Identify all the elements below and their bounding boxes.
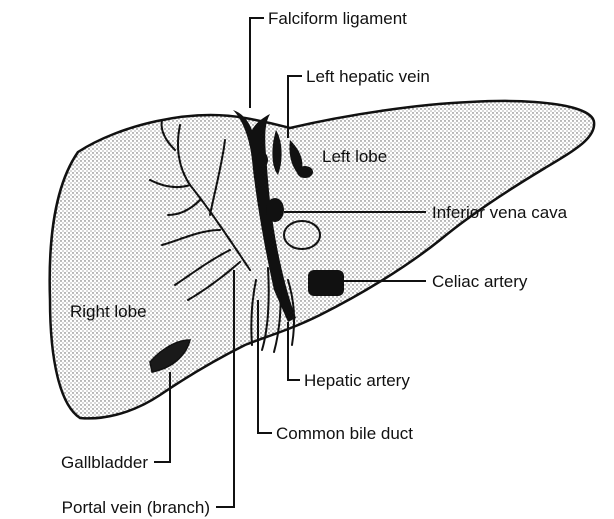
label-falciform-ligament: Falciform ligament	[268, 9, 407, 28]
label-hepatic-artery: Hepatic artery	[304, 371, 410, 390]
label-portal-vein-branch: Portal vein (branch)	[62, 498, 210, 517]
label-right-lobe: Right lobe	[70, 302, 147, 321]
label-gallbladder: Gallbladder	[61, 453, 148, 472]
falciform-ligament-callout	[250, 18, 264, 108]
label-inferior-vena-cava: Inferior vena cava	[432, 203, 568, 222]
label-celiac-artery: Celiac artery	[432, 272, 528, 291]
label-left-lobe: Left lobe	[322, 147, 387, 166]
celiac-artery	[308, 270, 344, 296]
inferior-vena-cava	[266, 198, 284, 222]
label-left-hepatic-vein: Left hepatic vein	[306, 67, 430, 86]
label-common-bile-duct: Common bile duct	[276, 424, 413, 443]
